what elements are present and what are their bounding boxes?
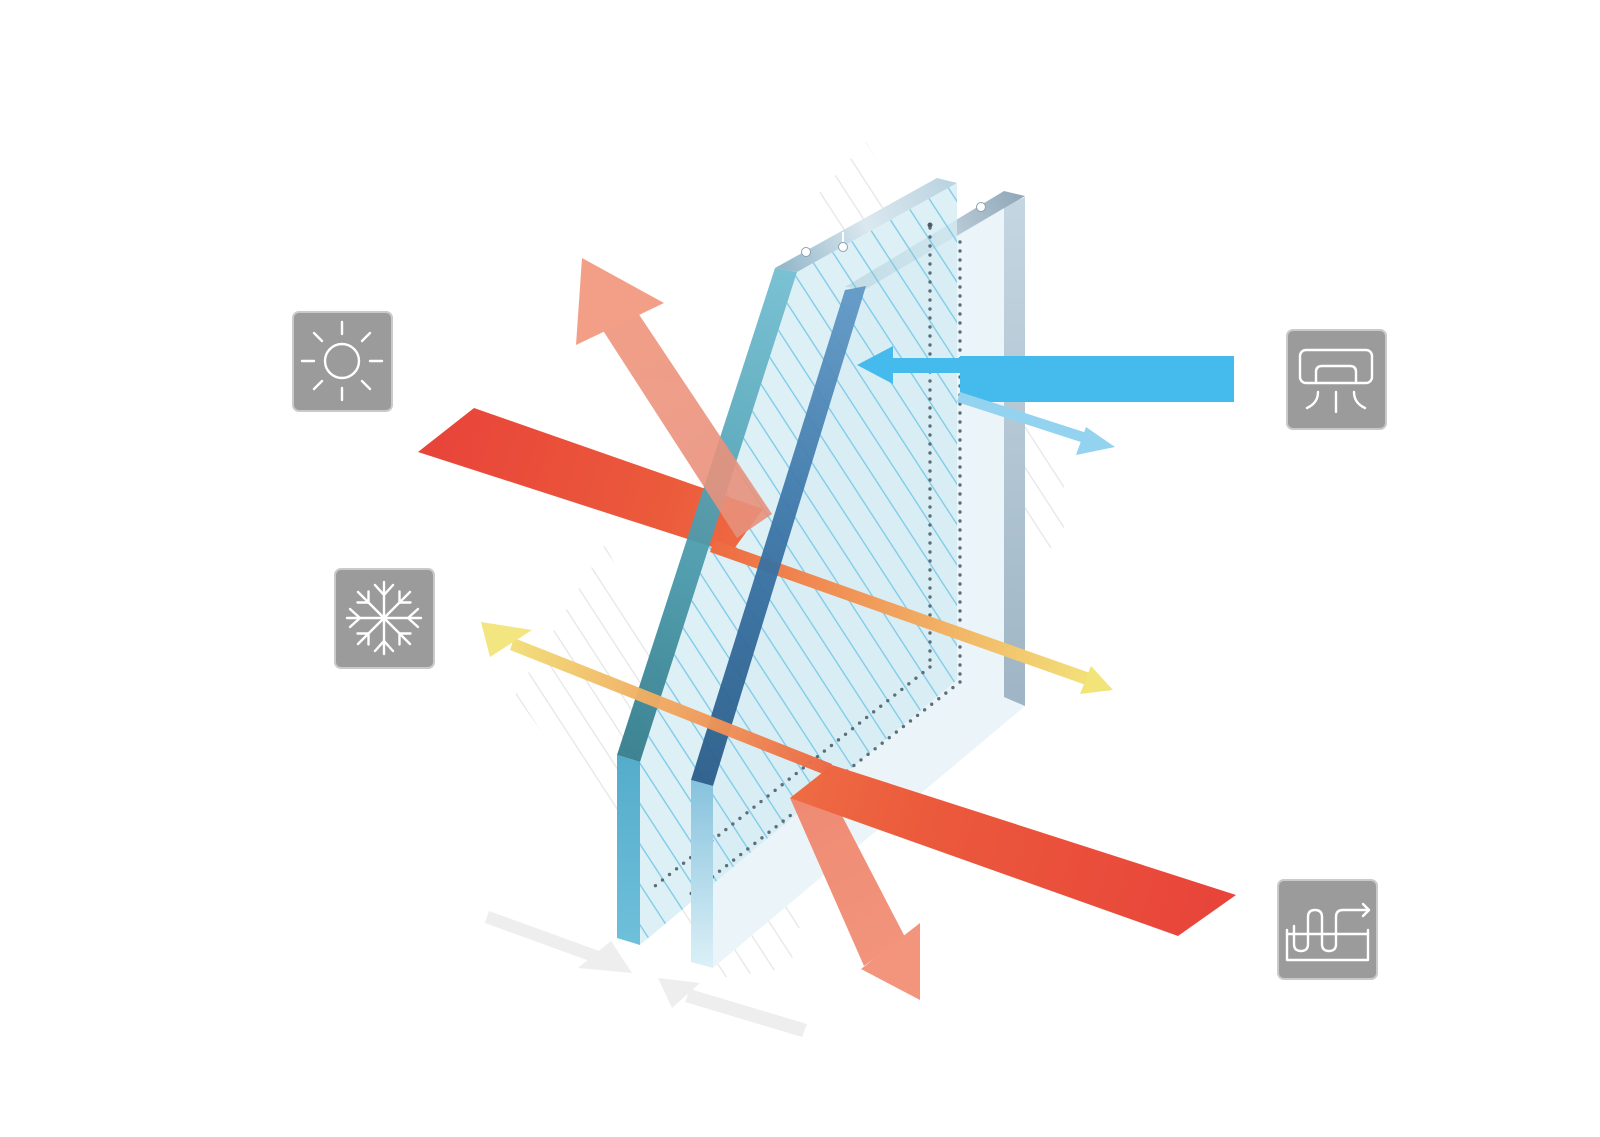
snowflake-branch: [373, 639, 395, 653]
pane-edges: [617, 178, 957, 968]
spacer-marker: [801, 247, 811, 257]
floor-heating-glyph: [1285, 902, 1371, 962]
spacer-marker: [976, 202, 986, 212]
cold-air-arrow-shaft: [890, 358, 962, 373]
spacer-dotted-lines: [653, 226, 962, 898]
reflected-heat-arrow: [576, 258, 772, 538]
snowflake-branch: [406, 607, 420, 629]
back-pane-edge: [1004, 197, 1025, 706]
shadow-arrow-left-head: [658, 978, 700, 1008]
sun-disc: [323, 342, 361, 380]
snowflake-arm: [356, 590, 412, 646]
transmitted-heat-arrow-head: [1080, 666, 1113, 694]
snowflake-branch: [356, 590, 370, 604]
sun-glyph: [300, 320, 384, 402]
transmitted-heat-arrow: [710, 540, 1113, 694]
sun-ray: [312, 331, 324, 343]
snowflake-branch: [348, 607, 362, 629]
snowflake-branch: [373, 583, 395, 597]
reflected-heat-arrow-shaft: [602, 313, 772, 538]
ac-unit-vent: [1314, 364, 1358, 385]
sun-icon: [292, 311, 393, 412]
snowflake-glyph: [345, 580, 423, 656]
cold-air-reflected-head: [1076, 427, 1115, 455]
air-conditioner-glyph: [1298, 348, 1374, 414]
cold-air-reflected-shaft: [957, 392, 1090, 444]
front-pane-top-edge: [775, 178, 957, 272]
air-conditioner-icon: [1286, 329, 1387, 430]
snowflake-icon: [334, 568, 435, 669]
shadow-arrow-right-head: [578, 941, 632, 973]
shadow-arrow-right-shaft: [485, 911, 602, 964]
sun-ray: [360, 331, 372, 343]
heating-pipe-arrow-head: [1361, 902, 1371, 918]
transmitted-heat-arrow-shaft: [710, 540, 1090, 685]
snowflake-branch: [398, 590, 412, 604]
sun-ray: [312, 379, 324, 391]
spacer-marker: [838, 242, 848, 252]
ac-airflow: [1352, 390, 1367, 410]
reflected-indoor-heat-arrow: [790, 798, 920, 1000]
spacer-marker: [927, 222, 933, 228]
ac-unit-body: [1298, 348, 1374, 385]
middle-pane-vertical-edge: [691, 780, 713, 968]
floor-tray: [1285, 928, 1370, 962]
incoming-heat-band: [418, 408, 763, 553]
shadow-arrow-left-shaft: [685, 989, 807, 1037]
middle-pane-slanted-edge: [691, 286, 866, 786]
reflected-indoor-heat-arrow-head: [861, 923, 920, 1000]
escaping-heat-arrow-shaft: [510, 638, 832, 776]
cold-air-arrow-head: [857, 346, 893, 384]
cold-air-arrow: [857, 346, 1234, 455]
reflected-heat-arrow-head: [576, 258, 664, 345]
snowflake-branch: [398, 632, 412, 646]
sun-ray: [360, 379, 372, 391]
ac-airflow: [1305, 390, 1320, 410]
floor-heating-icon: [1277, 879, 1378, 980]
heating-pipe: [1292, 908, 1371, 953]
indoor-heat-band: [790, 765, 1236, 936]
front-pane-vertical-edge: [617, 755, 640, 945]
icon-tile: [1277, 879, 1378, 980]
front-pane-slanted-edge: [617, 268, 797, 762]
reflected-indoor-heat-arrow-shaft: [790, 798, 905, 966]
escaping-heat-arrow-head: [481, 622, 532, 657]
escaping-heat-arrow: [481, 622, 832, 776]
spacer-markers: [801, 202, 986, 257]
cold-air-band: [960, 356, 1234, 402]
spacer-line-bottom-2: [686, 680, 962, 898]
snowflake-branch: [356, 632, 370, 646]
shadow-arrows: [485, 911, 807, 1037]
